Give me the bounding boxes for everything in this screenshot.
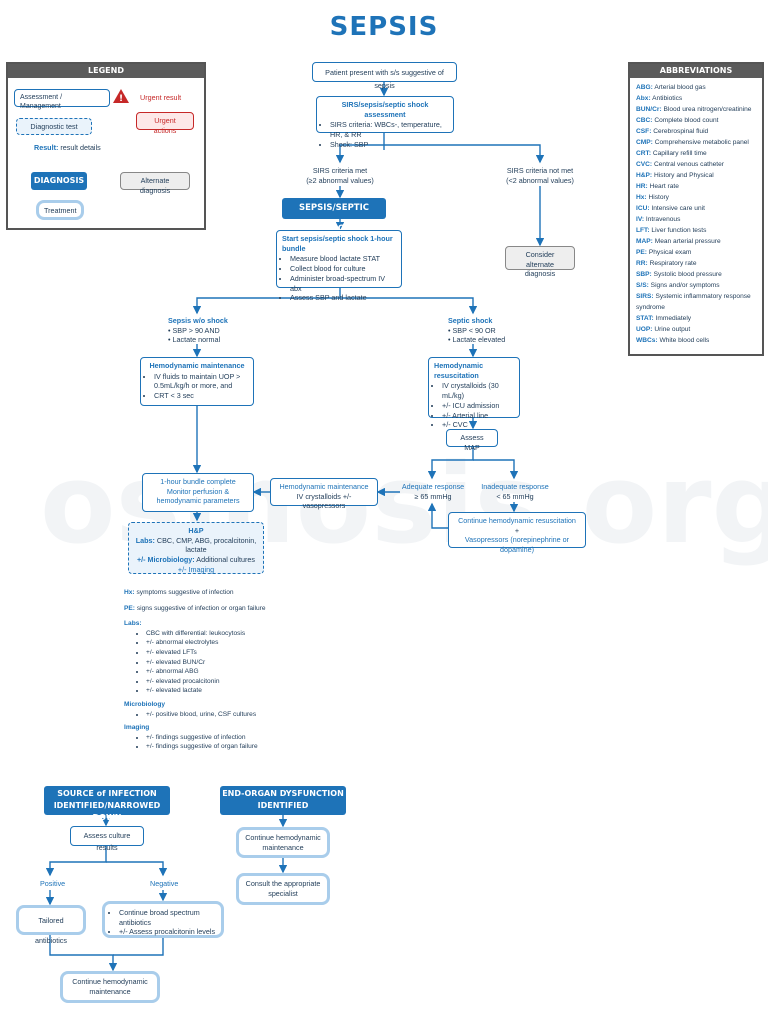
- sirs-assessment-box: SIRS/sepsis/septic shock assessment SIRS…: [316, 96, 454, 149]
- note-item: +/- elevated LFTs: [146, 648, 324, 658]
- bundle-item: Collect blood for culture: [290, 264, 396, 274]
- abbreviation-item: Hx: History: [636, 194, 669, 201]
- hemodynamic-maintenance-box: Hemodynamic maintenance IV fluids to mai…: [140, 357, 254, 406]
- svg-text:!: !: [119, 94, 123, 104]
- sepsis-without-shock-label: Sepsis w/o shock • SBP > 90 AND • Lactat…: [168, 316, 228, 345]
- abbreviation-item: CMP: Comprehensive metabolic panel: [636, 139, 749, 146]
- start-box: Patient present with s/s suggestive of s…: [312, 62, 457, 90]
- adequate-response-label: Adequate response≥ 65 mmHg: [401, 482, 465, 501]
- sirs-met-label: SIRS criteria met(≥2 abnormal values): [306, 166, 374, 185]
- abbreviation-item: CRT: Capillary refill time: [636, 150, 707, 157]
- legend-diagnosis: DIAGNOSIS: [31, 172, 87, 190]
- assess-culture-box: Assess culture results: [70, 826, 144, 852]
- hp-box: H&P Labs: CBC, CMP, ABG, procalcitonin, …: [128, 522, 264, 574]
- abbreviation-item: IV: Intravenous: [636, 216, 681, 223]
- abbreviation-item: RR: Respiratory rate: [636, 260, 697, 267]
- continue-hemodynamic-1-box: Continue hemodynamic maintenance: [60, 971, 160, 1003]
- abbreviation-item: CSF: Cerebrospinal fluid: [636, 128, 709, 135]
- legend-diagnostic-test: Diagnostic test: [16, 118, 92, 135]
- note-item: +/- abnormal ABG: [146, 667, 324, 677]
- micro-list: +/- positive blood, urine, CSF cultures: [124, 710, 324, 720]
- sirs-not-met-label: SIRS criteria not met(<2 abnormal values…: [506, 166, 574, 185]
- hemo-maint-item: IV fluids to maintain UOP > 0.5mL/kg/h o…: [154, 372, 248, 391]
- hemo-resus-item: +/- Arterial line: [442, 411, 514, 421]
- hemo-resus-title: Hemodynamic resuscitation: [434, 361, 484, 380]
- page-title: SEPSIS: [329, 12, 439, 42]
- abbreviation-item: UOP: Urine output: [636, 326, 691, 333]
- note-item: +/- findings suggestive of organ failure: [146, 742, 324, 752]
- note-item: CBC with differential: leukocytosis: [146, 629, 324, 639]
- continue-hemodynamic-2-box: Continue hemodynamic maintenance: [236, 827, 330, 858]
- note-item: +/- elevated lactate: [146, 686, 324, 696]
- continue-resuscitation-box: Continue hemodynamic resuscitation + Vas…: [448, 512, 586, 554]
- abbreviation-item: S/S: Signs and/or symptoms: [636, 282, 720, 289]
- abbreviation-item: ABG: Arterial blood gas: [636, 84, 706, 91]
- tailored-antibiotics-box: Tailored antibiotics: [16, 905, 86, 945]
- hemo-maint-item: CRT < 3 sec: [154, 391, 248, 401]
- septic-shock-label: Septic shock • SBP < 90 OR • Lactate ele…: [448, 316, 506, 345]
- findings-notes: Hx: symptoms suggestive of infection PE:…: [124, 588, 324, 752]
- sepsis-septic-shock-diagnosis: SEPSIS/SEPTIC SHOCK: [282, 198, 386, 234]
- bundle-item: Assess SBP and lactate: [290, 293, 396, 303]
- legend-urgent-result: Urgent result: [140, 93, 182, 102]
- abbreviation-item: MAP: Mean arterial pressure: [636, 238, 721, 245]
- sirs-item: SIRS criteria: WBCs-, temperature, HR, &…: [330, 120, 448, 139]
- abbreviation-item: BUN/Cr: Blood urea nitrogen/creatinine: [636, 106, 752, 113]
- abbreviation-item: HR: Heart rate: [636, 183, 679, 190]
- labs-list: CBC with differential: leukocytosis+/- a…: [124, 629, 324, 696]
- source-identified-diagnosis: SOURCE of INFECTION IDENTIFIED/NARROWED …: [44, 786, 170, 822]
- abbreviation-item: PE: Physical exam: [636, 249, 692, 256]
- legend-alternate-diagnosis: Alternate diagnosis: [120, 172, 190, 195]
- note-item: +/- elevated procalcitonin: [146, 677, 324, 687]
- assess-map-box: Assess MAP: [446, 429, 498, 452]
- note-item: +/- abnormal electrolytes: [146, 638, 324, 648]
- bundle-box: Start sepsis/septic shock 1-hour bundle …: [276, 230, 402, 302]
- sirs-item: Shock: SBP: [330, 140, 448, 150]
- inadequate-response-label: Inadequate response< 65 mmHg: [481, 482, 549, 501]
- hemodynamic-resuscitation-box: Hemodynamic resuscitation IV crystalloid…: [428, 357, 520, 429]
- hemo-resus-item: +/- CVC: [442, 420, 514, 430]
- consider-alternate-box: Consider alternate diagnosis: [505, 246, 575, 278]
- hemo-resus-item: +/- ICU admission: [442, 401, 514, 411]
- bundle-complete-box: 1-hour bundle complete Monitor perfusion…: [142, 473, 254, 512]
- consult-specialist-box: Consult the appropriate specialist: [236, 873, 330, 905]
- bundle-title: Start sepsis/septic shock 1-hour bundle: [282, 234, 393, 253]
- note-item: +/- findings suggestive of infection: [146, 733, 324, 743]
- sirs-assessment-title: SIRS/sepsis/septic shock assessment: [341, 100, 429, 119]
- hemodynamic-maintenance-title: Hemodynamic maintenance: [149, 361, 245, 370]
- abbreviation-item: CBC: Complete blood count: [636, 117, 719, 124]
- warning-icon: !: [112, 88, 130, 109]
- positive-label: Positive: [40, 879, 66, 888]
- legend-assessment: Assessment / Management: [14, 89, 110, 110]
- abbreviation-item: CVC: Central venous catheter: [636, 161, 724, 168]
- abbreviation-item: WBCs: White blood cells: [636, 337, 710, 344]
- abbreviation-item: SBP: Systolic blood pressure: [636, 271, 722, 278]
- abbreviations-header: ABBREVIATIONS: [630, 64, 762, 78]
- imaging-list: +/- findings suggestive of infection+/- …: [124, 733, 324, 752]
- abbreviation-item: Abx: Antibiotics: [636, 95, 683, 102]
- abbreviation-item: H&P: History and Physical: [636, 172, 714, 179]
- legend-urgent-actions: Urgent actions: [136, 112, 194, 135]
- bundle-item: Measure blood lactate STAT: [290, 254, 396, 264]
- abbreviation-item: ICU: Intensive care unit: [636, 205, 705, 212]
- legend-treatment: Treatment: [36, 200, 84, 220]
- bundle-item: Administer broad-spectrum IV abx: [290, 274, 396, 293]
- abbreviation-item: STAT: Immediately: [636, 315, 692, 322]
- negative-label: Negative: [150, 879, 179, 888]
- hemo-resus-item: IV crystalloids (30 mL/kg): [442, 381, 514, 400]
- hemodynamic-maintenance-2-box: Hemodynamic maintenance IV crystalloids …: [270, 478, 378, 510]
- note-item: +/- positive blood, urine, CSF cultures: [146, 710, 324, 720]
- end-organ-dysfunction-diagnosis: END-ORGAN DYSFUNCTION IDENTIFIED: [220, 786, 346, 815]
- note-item: +/- elevated BUN/Cr: [146, 658, 324, 668]
- legend-header: LEGEND: [8, 64, 204, 78]
- legend-result: Result: result details: [34, 143, 101, 152]
- abbreviation-item: SIRS: Systemic inflammatory response syn…: [636, 293, 751, 311]
- continue-broad-box: Continue broad spectrum antibiotics +/- …: [102, 901, 224, 938]
- abbreviation-item: LFT: Liver function tests: [636, 227, 707, 234]
